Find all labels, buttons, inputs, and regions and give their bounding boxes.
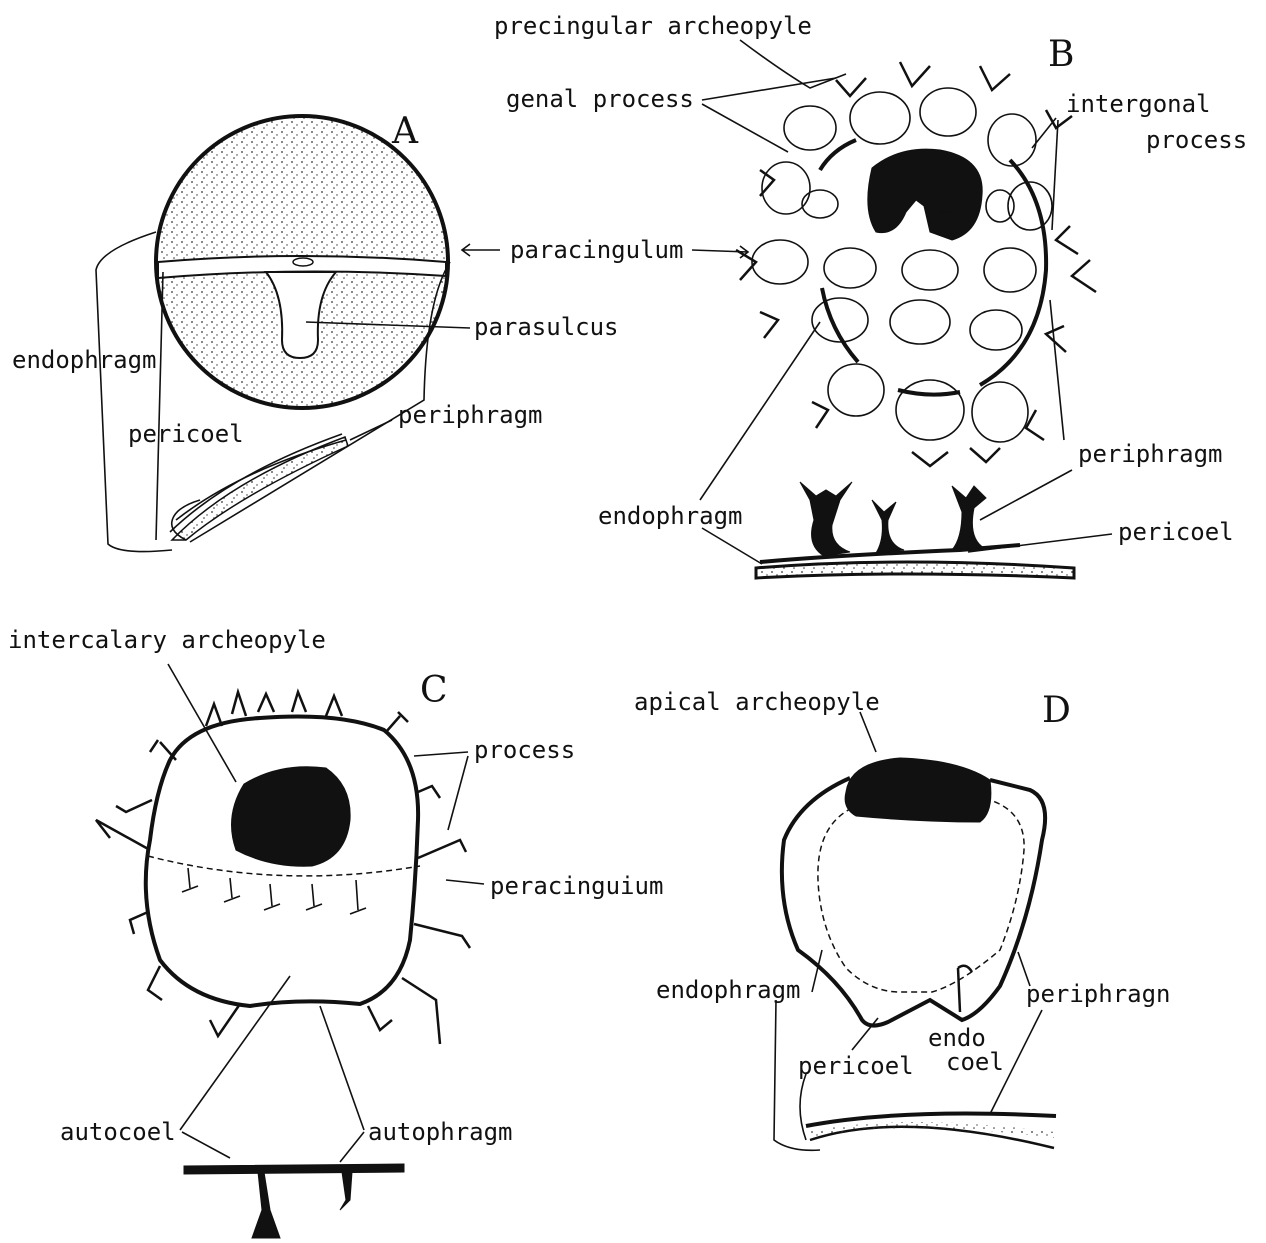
panel-a-periphragm-leader — [350, 420, 392, 440]
panel-d: D apical archeopyle endophragm periphrag… — [634, 688, 1171, 1150]
panel-b-periphragm-leader-1 — [1050, 300, 1064, 440]
panel-b-periphragm-label: periphragm — [1078, 440, 1223, 468]
panel-d-wall-mid — [808, 1122, 1054, 1138]
panel-b-cyst-arc-bottom — [898, 390, 960, 395]
panel-d-periphragm-label: periphragn — [1026, 980, 1171, 1008]
panel-c-process-label: process — [474, 736, 575, 764]
panel-a-endophragm-label: endophragm — [12, 346, 157, 374]
panel-b-endophragm-label: endophragm — [598, 502, 743, 530]
panel-b-genal-leader-2 — [702, 104, 788, 152]
panel-a-wall-section — [172, 437, 348, 540]
panel-c-wall-process-1 — [252, 1172, 280, 1238]
panel-b-precingular-label: precingular archeopyle — [494, 12, 812, 40]
panel-a: A paracingulum parasulcus endophragm per… — [12, 111, 683, 552]
panel-b-paracingulum-arrow — [692, 246, 748, 258]
panel-b-genal-leader-1 — [702, 78, 836, 100]
panel-b-pericoel-leader — [968, 534, 1112, 552]
panel-b-intergonal-label-1: intergonal — [1066, 90, 1211, 118]
panel-b-precingular-archeopyle — [868, 149, 982, 240]
panel-b-genal-label: genal process — [506, 85, 694, 113]
panel-c-wall-process-2 — [340, 1172, 352, 1210]
panel-c-wall-section — [184, 1164, 404, 1174]
panel-d-pericoel-leader-2 — [800, 1074, 806, 1140]
panel-c-archeopyle-label: intercalary archeopyle — [8, 626, 326, 654]
panel-d-endophragm-label: endophragm — [656, 976, 801, 1004]
panel-b-intergonal-label-2: process — [1146, 126, 1247, 154]
panel-b-process-tips — [736, 62, 1096, 466]
panel-a-paracingulum-label: paracingulum — [510, 236, 683, 264]
panel-c-paracingulum-label: peracinguium — [490, 872, 663, 900]
panel-b-endophragm-leader-1 — [700, 322, 820, 500]
panel-c-process-leader-2 — [448, 756, 468, 830]
panel-a-parasulcus-label: parasulcus — [474, 313, 619, 341]
panel-c-autophragm-label: autophragm — [368, 1118, 513, 1146]
panel-d-letter: D — [1042, 690, 1071, 731]
panel-a-center-dot — [293, 258, 313, 266]
panel-c-autocoel-label: autocoel — [60, 1118, 176, 1146]
panel-b-periphragm-leader-2 — [980, 470, 1072, 520]
panel-a-pericoel-leader-1 — [156, 272, 163, 540]
panel-d-archeopyle-label: apical archeopyle — [634, 688, 880, 716]
panel-c-autophragm-leader-2 — [340, 1132, 364, 1162]
panel-b-endophragm-leader-2 — [702, 528, 762, 564]
panel-c-process-leader-1 — [414, 752, 468, 756]
panel-d-apical-archeopyle — [845, 758, 991, 822]
panel-a-pericoel-label: pericoel — [128, 420, 244, 448]
panel-c-intercalary-archeopyle — [232, 767, 351, 866]
panel-c-letter: C — [420, 670, 448, 711]
panel-b-wall-lower — [756, 562, 1074, 578]
panel-b-wall-process-1 — [800, 482, 852, 556]
panel-c: C — [8, 626, 663, 1238]
panel-c-paracingulum-arrow — [446, 880, 484, 884]
panel-b-cyst-arc-top — [820, 140, 856, 170]
panel-a-letter: A — [391, 111, 419, 152]
panel-a-periphragm-label: periphragm — [398, 401, 543, 429]
panel-b-wall-process-2 — [872, 500, 904, 553]
panel-c-autophragm-leader-1 — [320, 1006, 364, 1130]
panel-c-autocoel-leader-1 — [180, 976, 290, 1130]
panel-b-cyst-arc-left — [822, 288, 858, 362]
panel-b-pericoel-label: pericoel — [1118, 518, 1234, 546]
panel-b-wall-process-3 — [952, 486, 986, 550]
panel-b-precingular-leader — [740, 40, 846, 88]
panel-d-endophragm-outline — [818, 800, 1024, 992]
panel-b-intergonal-leader-2 — [1052, 120, 1058, 230]
panel-b: B — [494, 12, 1247, 578]
panel-d-endophragm-leader-1 — [812, 950, 822, 992]
panel-d-archeopyle-leader — [860, 712, 876, 752]
panel-a-paracingulum-arrow — [462, 244, 500, 256]
panel-d-pericoel-label: pericoel — [798, 1052, 914, 1080]
panel-b-letter: B — [1048, 34, 1074, 75]
panel-d-endocoel-label-2: coel — [946, 1048, 1004, 1076]
panel-c-autocoel-leader-2 — [182, 1132, 230, 1158]
